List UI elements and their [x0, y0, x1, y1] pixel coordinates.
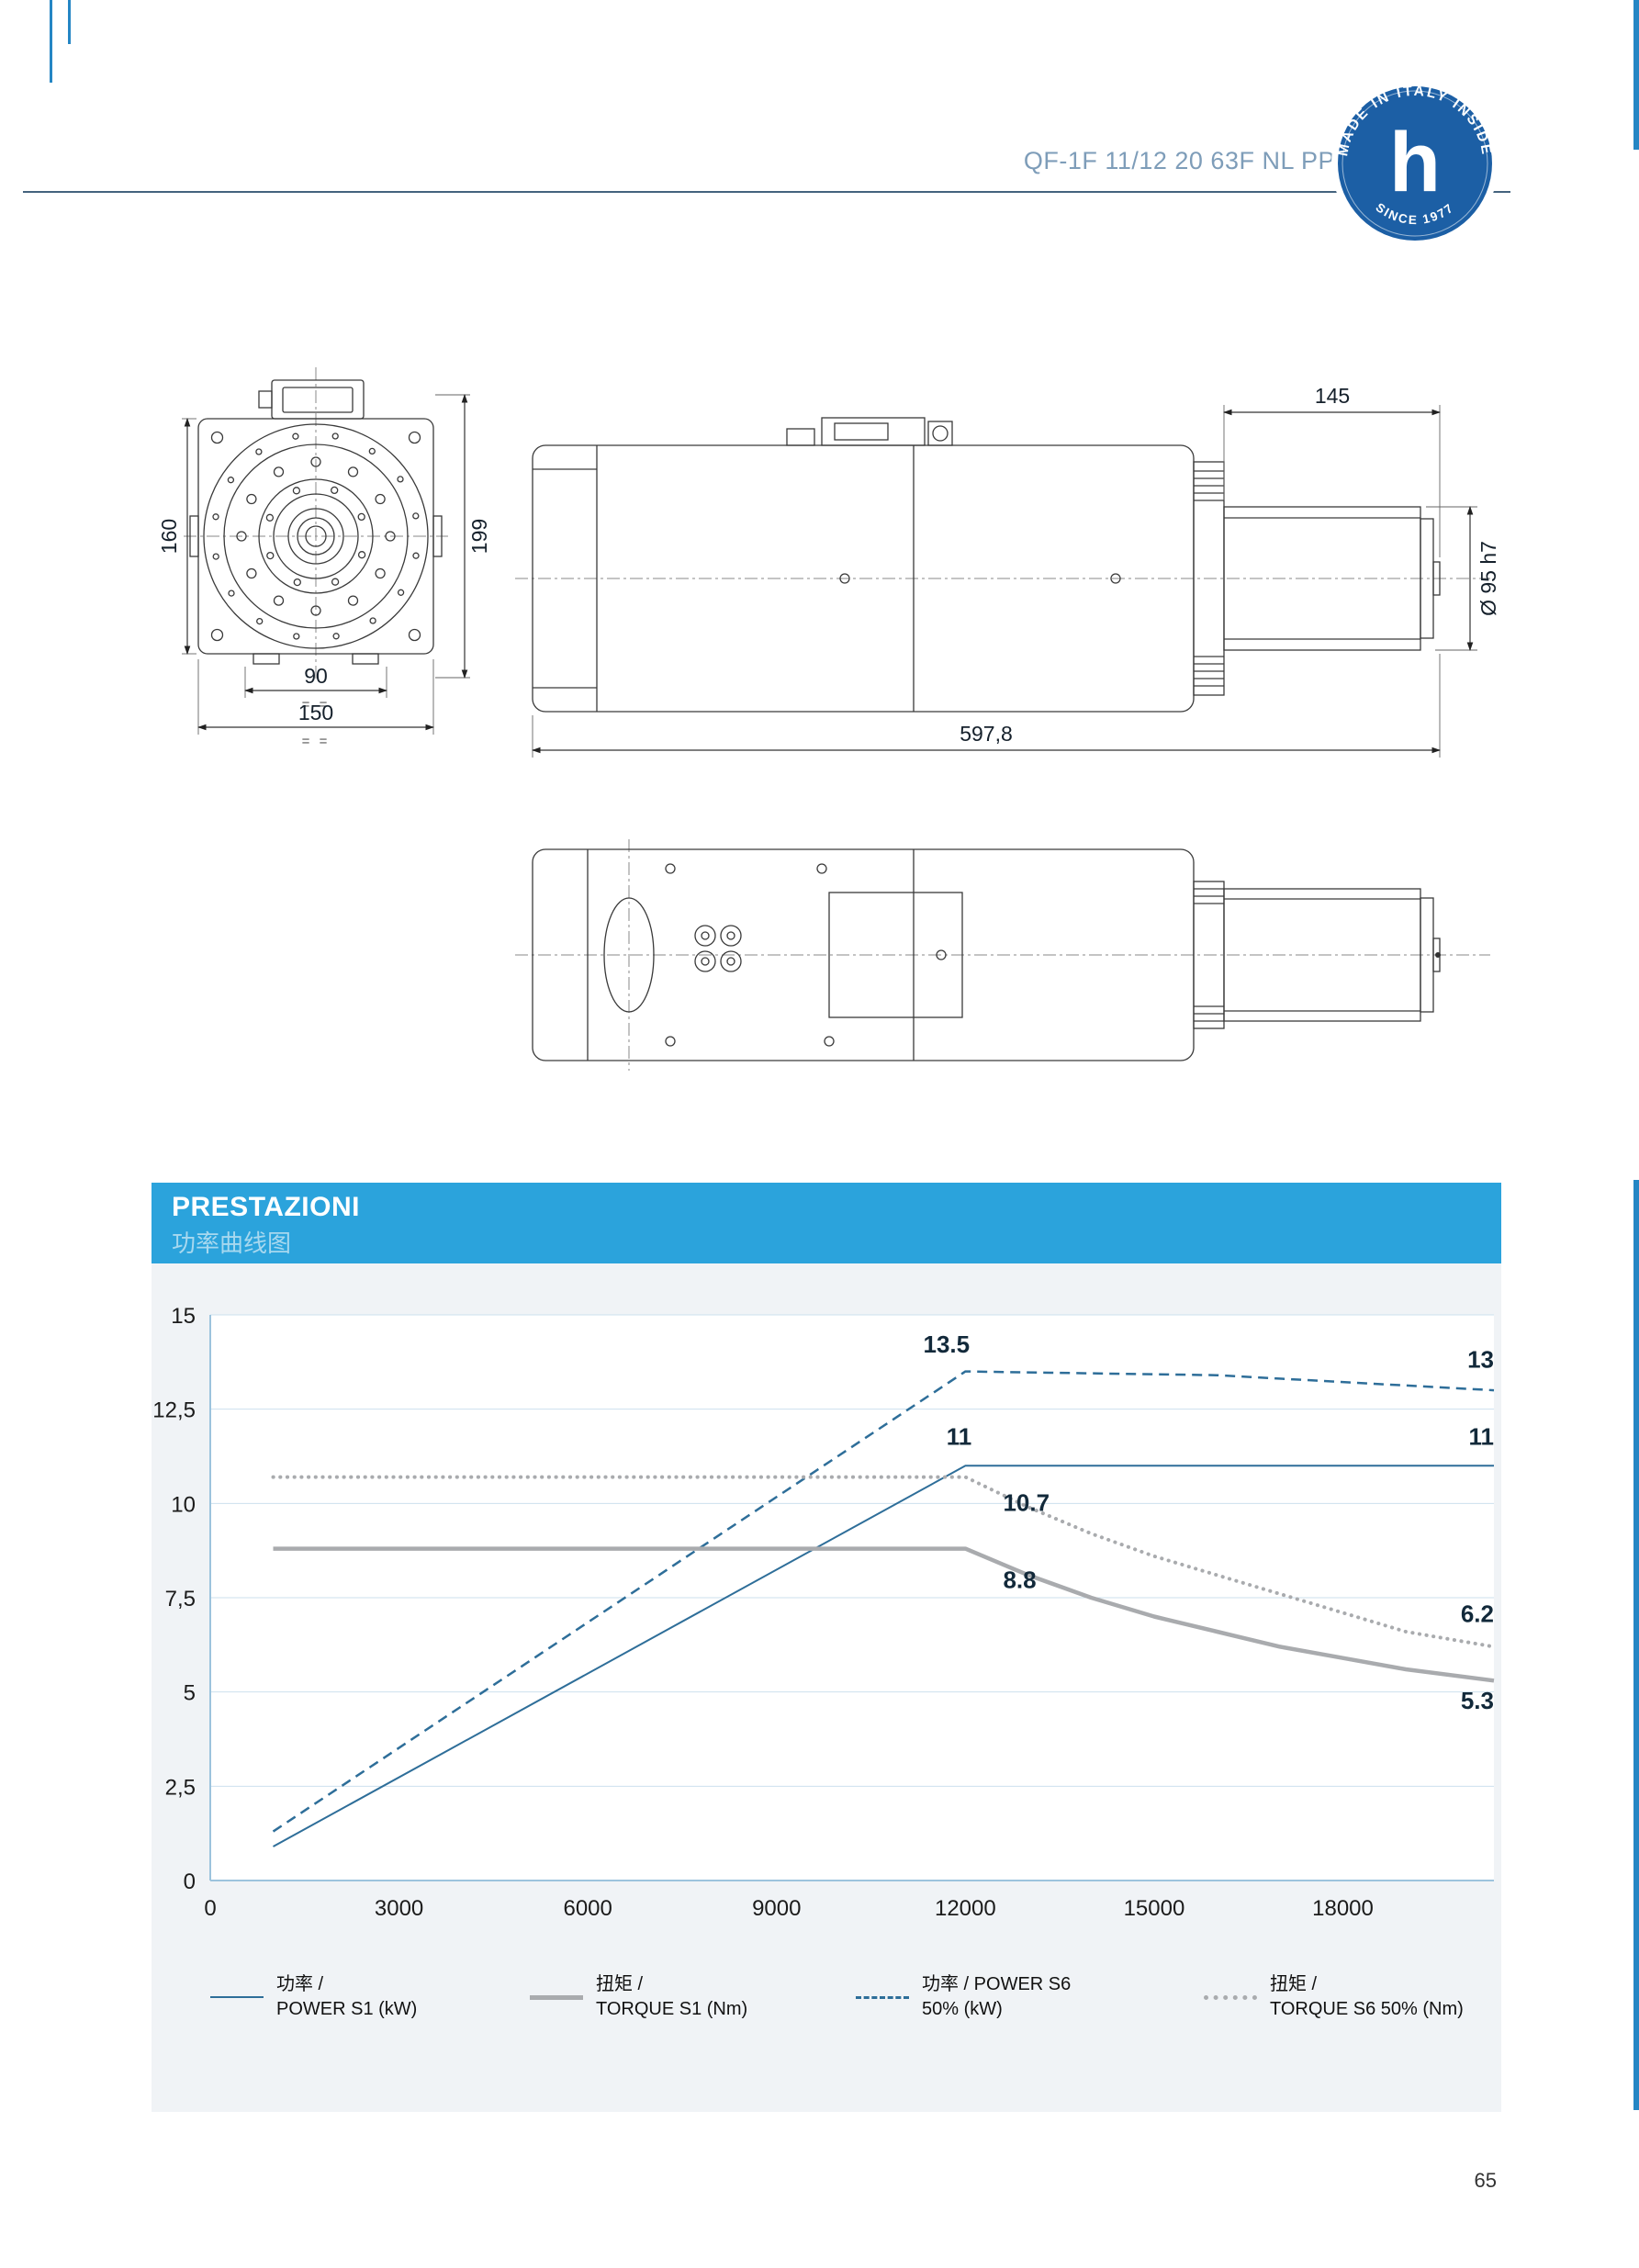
header-rule — [23, 191, 1510, 193]
equal-mark: = = — [302, 734, 331, 749]
shaft-assembly-top — [1193, 881, 1441, 1029]
performance-panel: PRESTAZIONI 功率曲线图 0 2,5 5 7,5 10 12,5 15 0 3000 6… — [152, 1183, 1501, 2112]
corner-screws — [210, 431, 421, 642]
legend-item-power-s1: 功率 /POWER S1 (kW) — [210, 1972, 417, 2022]
edge-mark-right-top — [1633, 0, 1639, 150]
terminal-box-top — [786, 417, 953, 446]
legend-line-sample-power-s6 — [856, 1995, 909, 1999]
spindle-nose-circles — [203, 423, 429, 649]
dim-label-total-length: 597,8 — [960, 722, 1013, 746]
legend-label: 功率 /POWER S1 (kW) — [276, 1974, 418, 2019]
legend-line-sample-torque-s1 — [530, 1994, 583, 2000]
legend-label: 扭矩 /TORQUE S1 (Nm) — [596, 1974, 748, 2019]
y-tick-label: 2,5 — [165, 1775, 196, 1800]
legend-item-torque-s6: 扭矩 /TORQUE S6 50% (Nm) — [1204, 1972, 1464, 2022]
bolt-circle-rim — [212, 432, 420, 640]
value-label: 11 — [947, 1423, 972, 1451]
y-tick-label: 7,5 — [165, 1587, 196, 1611]
x-tick-label: 9000 — [752, 1896, 801, 1921]
top-view-drawing — [515, 839, 1490, 1071]
dim-label-90: 90 — [304, 664, 328, 688]
bolt-circle-inner — [265, 486, 366, 587]
dim-label-150: 150 — [298, 701, 333, 724]
legend-line-sample-power-s1 — [210, 1996, 264, 1998]
page-number: 65 — [1474, 2169, 1497, 2192]
value-label: 6.2 — [1461, 1600, 1494, 1628]
badge-ring — [1342, 90, 1488, 237]
dimension-150: 150 = = — [197, 659, 434, 749]
x-tick-label: 12000 — [935, 1896, 996, 1921]
x-tick-label: 0 — [204, 1896, 216, 1921]
value-label: 10.7 — [1003, 1489, 1050, 1517]
series-torque-s1 — [273, 1546, 1495, 1683]
dim-label-199: 199 — [467, 519, 491, 554]
legend-label: 扭矩 /TORQUE S6 50% (Nm) — [1270, 1974, 1464, 2019]
series-torque-s6 — [271, 1475, 1496, 1649]
legend-item-torque-s1: 扭矩 /TORQUE S1 (Nm) — [530, 1972, 747, 2022]
dim-label-145: 145 — [1315, 384, 1350, 408]
hsd-logo-letter: h — [1389, 116, 1441, 209]
performance-title: PRESTAZIONI — [172, 1192, 360, 1222]
performance-chart: 0 2,5 5 7,5 10 12,5 15 0 3000 6000 9000 12000 15000 1… — [152, 1304, 1496, 1921]
crop-mark-top-left-1 — [50, 0, 52, 83]
series-power-s1 — [273, 1465, 1494, 1847]
value-label: 5.3 — [1461, 1687, 1494, 1714]
dim-label-160: 160 — [157, 519, 181, 554]
dimension-shaft-diameter: Ø 95 h7 — [1426, 506, 1500, 651]
value-label: 11 — [1469, 1423, 1495, 1451]
series-power-s6 — [272, 1370, 1495, 1833]
y-tick-label: 12,5 — [152, 1398, 196, 1423]
dimension-total-length: 597,8 — [532, 654, 1441, 758]
y-tick-label: 5 — [184, 1681, 196, 1706]
chart-legend: 功率 /POWER S1 (kW) 扭矩 /TORQUE S1 (Nm) 功率 / … — [152, 1954, 1501, 2092]
side-view-drawing: 145 Ø 95 h7 597,8 — [515, 384, 1500, 758]
made-in-italy-badge: MADE IN ITALY INSIDE SINCE 1977 h — [1331, 80, 1499, 247]
x-tick-label: 3000 — [375, 1896, 423, 1921]
x-tick-label: 15000 — [1124, 1896, 1185, 1921]
badge-disc — [1338, 86, 1492, 241]
performance-subtitle: 功率曲线图 — [172, 1229, 292, 1257]
front-view-drawing: 160 199 90 = = 150 = = — [157, 367, 491, 749]
y-tick-label: 10 — [171, 1492, 196, 1517]
dim-label-diameter: Ø 95 h7 — [1476, 541, 1500, 616]
y-tick-label: 0 — [184, 1869, 196, 1894]
dimension-199: 199 — [435, 394, 491, 679]
legend-line-sample-torque-s6 — [1204, 1994, 1257, 2000]
x-tick-label: 18000 — [1312, 1896, 1374, 1921]
product-code: QF-1F 11/12 20 63F NL PP — [1023, 147, 1335, 174]
edge-mark-right-middle — [1633, 1180, 1639, 2110]
value-label: 8.8 — [1003, 1566, 1036, 1594]
dimension-160: 160 — [157, 418, 196, 655]
y-tick-label: 15 — [171, 1304, 196, 1329]
value-label: 13.5 — [923, 1330, 970, 1358]
value-label: 13 — [1467, 1345, 1494, 1373]
dimension-145: 145 — [1223, 384, 1441, 557]
bolt-circle-outer — [236, 456, 396, 616]
dimension-90: 90 = = — [244, 664, 387, 713]
shaft-assembly — [1193, 461, 1441, 696]
equal-mark: = = — [302, 697, 331, 713]
x-tick-label: 6000 — [563, 1896, 612, 1921]
performance-header: PRESTAZIONI 功率曲线图 — [152, 1183, 1501, 1263]
crop-mark-top-left-2 — [68, 0, 71, 44]
connector-box — [258, 379, 365, 420]
